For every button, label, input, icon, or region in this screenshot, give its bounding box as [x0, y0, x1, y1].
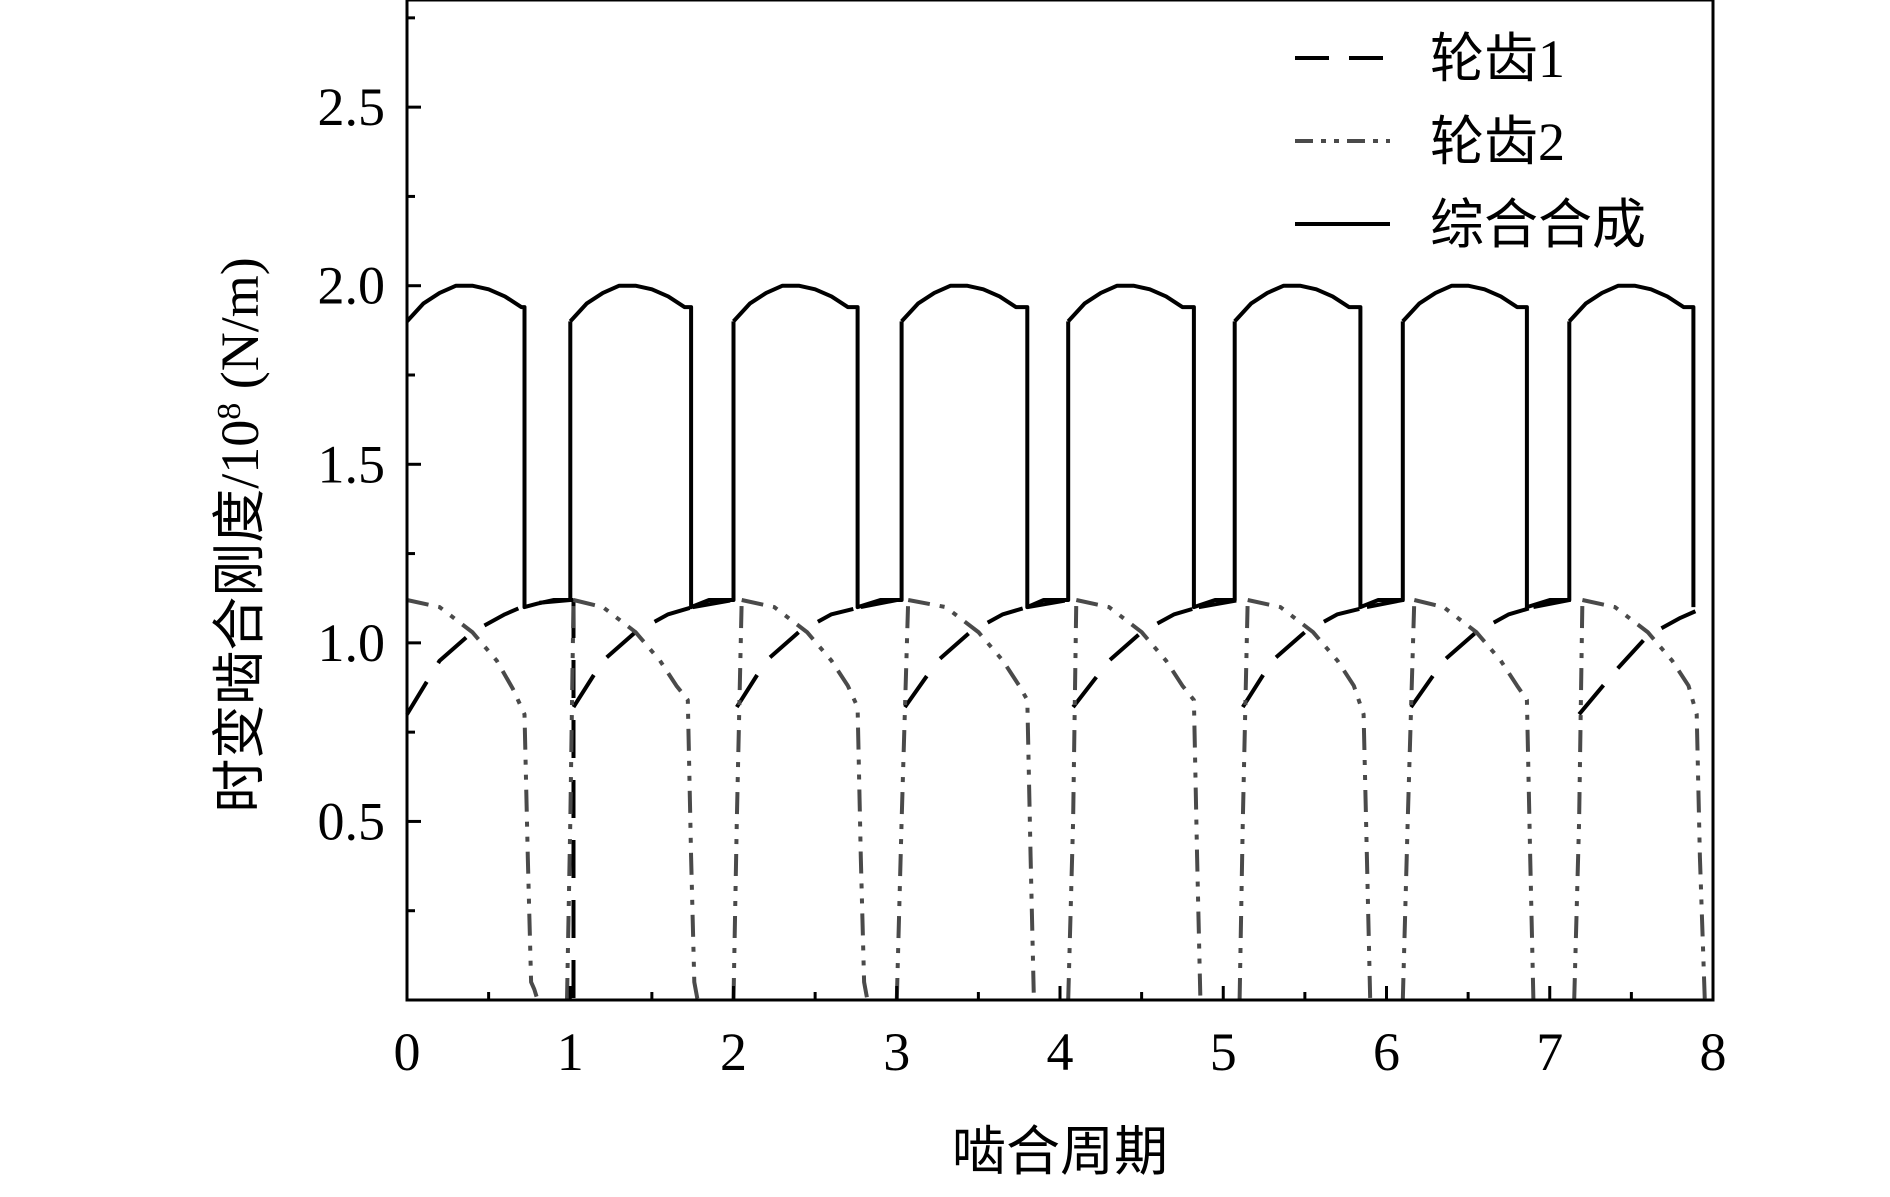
legend-label-3: 综合合成 — [1430, 195, 1646, 255]
x-tick-label: 6 — [1373, 1022, 1400, 1082]
y-axis-title-superscript: 8 — [211, 403, 248, 420]
series-2-line — [1581, 598, 1707, 1001]
series-2-line — [1572, 599, 1585, 1001]
series-2-line — [907, 598, 1036, 1001]
plot-series — [405, 283, 1707, 1001]
x-tick-label: 8 — [1700, 1022, 1727, 1082]
x-tick-label: 4 — [1047, 1022, 1074, 1082]
series-2-line — [1075, 598, 1203, 1001]
series-2-line — [894, 599, 911, 1001]
series-2-line — [573, 598, 700, 1001]
series-3-line — [732, 283, 904, 610]
series-2-line — [565, 599, 576, 1001]
series-2-line — [741, 598, 870, 1001]
y-tick-label: 0.5 — [318, 791, 386, 851]
x-tick-label: 5 — [1210, 1022, 1237, 1082]
series-2-line — [1413, 598, 1536, 1001]
y-tick-label: 2.0 — [318, 256, 386, 316]
x-axis-title: 啮合周期 — [952, 1122, 1168, 1182]
y-tick-label: 1.5 — [318, 434, 386, 494]
legend: 轮齿1 轮齿2 综合合成 — [1295, 29, 1646, 255]
y-ticks: 0.5 1.0 1.5 2.0 2.5 — [318, 16, 421, 913]
series-1 — [405, 598, 1706, 1000]
series-2-line — [1237, 599, 1250, 1001]
series-2-line — [1247, 598, 1373, 1001]
legend-label-2: 轮齿2 — [1430, 112, 1565, 172]
series-1-line — [1026, 598, 1074, 610]
y-tick-label: 1.0 — [318, 613, 386, 673]
series-3 — [405, 283, 1696, 610]
series-1-line — [1409, 605, 1534, 709]
series-1-line — [1241, 605, 1368, 709]
series-1-line — [1577, 605, 1706, 716]
y-axis-title-unit: (N/m) — [210, 257, 270, 402]
x-tick-label: 3 — [883, 1022, 910, 1082]
series-3-line — [1567, 283, 1696, 608]
series-3-line — [900, 283, 1071, 610]
series-3-line — [1401, 283, 1572, 610]
series-3-line — [568, 283, 736, 610]
series-1-line — [735, 605, 862, 709]
x-tick-label: 1 — [557, 1022, 584, 1082]
y-axis-title-main: 时变啮合刚度/10 — [210, 420, 270, 813]
series-2-line — [1400, 599, 1417, 1001]
series-2-line — [731, 599, 744, 1001]
series-1-line — [903, 605, 1028, 709]
series-3-line — [1066, 283, 1237, 610]
series-2-line — [1066, 599, 1079, 1001]
x-tick-label: 7 — [1536, 1022, 1563, 1082]
series-3-line — [405, 283, 573, 610]
series-1-line — [1071, 605, 1200, 709]
x-tick-label: 2 — [720, 1022, 747, 1082]
series-1-line — [1198, 598, 1243, 610]
series-3-line — [1233, 283, 1405, 610]
series-2-line — [406, 598, 540, 1001]
x-ticks: 0 1 2 3 4 5 6 7 8 — [394, 986, 1727, 1082]
series-2 — [406, 598, 1707, 1001]
series-1-line — [571, 605, 694, 709]
y-axis-title: 时变啮合刚度/108 (N/m) — [210, 257, 270, 812]
series-1-line — [405, 598, 571, 716]
series-1-line — [692, 598, 737, 610]
legend-label-1: 轮齿1 — [1430, 29, 1565, 89]
y-tick-label: 2.5 — [318, 77, 386, 137]
x-tick-label: 0 — [394, 1022, 421, 1082]
